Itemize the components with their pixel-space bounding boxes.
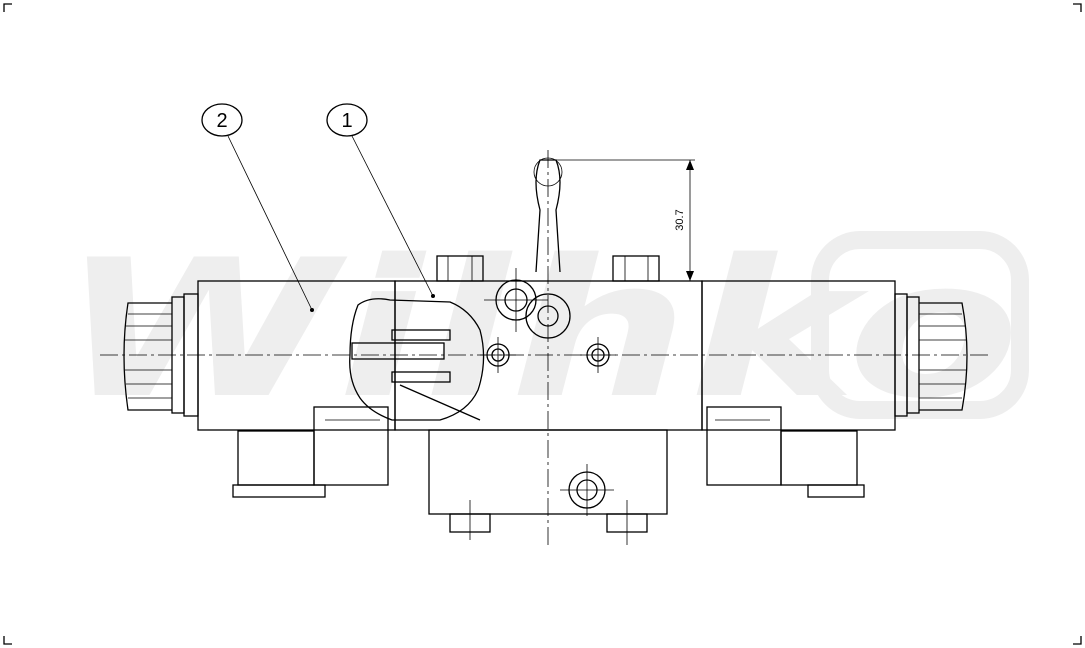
dimension-value: 30.7 [674,209,686,230]
corner-marks [3,3,1082,645]
subplate [428,429,668,545]
section-cutaway [349,298,485,421]
balloon-2-label: 2 [216,110,227,132]
left-connector [232,406,389,498]
balloon-1: 1 [326,103,435,298]
dimension-30-7: 30.7 [556,159,695,281]
balloon-1-label: 1 [341,110,352,132]
balloon-2: 2 [201,103,314,312]
right-connector [706,406,865,498]
left-solenoid [123,280,396,431]
